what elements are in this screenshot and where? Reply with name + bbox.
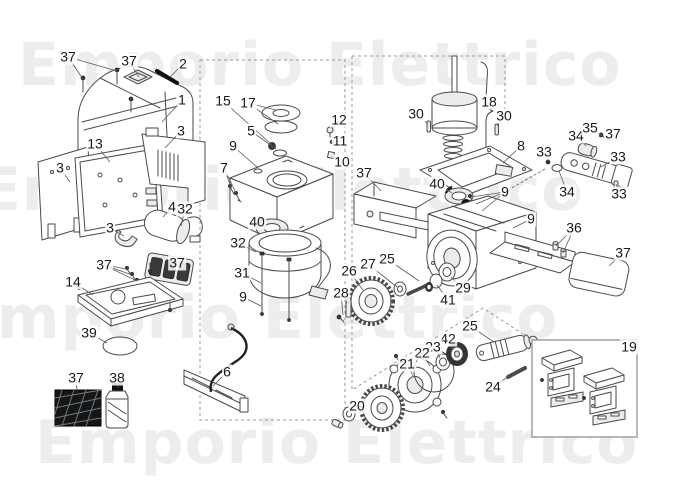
dowel-pin	[506, 366, 527, 379]
part-label-1: 1	[177, 91, 187, 108]
small-ring	[435, 353, 451, 371]
release-cable	[209, 326, 248, 393]
part-label-26: 26	[340, 262, 358, 279]
part-label-2: 2	[178, 55, 188, 72]
drive-gear	[347, 276, 395, 326]
o-ring	[102, 336, 138, 356]
bevel-flange	[388, 354, 448, 419]
key	[336, 299, 352, 323]
part-label-8: 8	[516, 137, 526, 154]
part-label-3: 3	[55, 159, 65, 176]
rubber-pad	[54, 389, 102, 427]
part-label-33: 33	[609, 148, 627, 165]
part-label-4: 4	[167, 198, 177, 215]
part-label-42: 42	[439, 330, 457, 347]
capacitor-clamp	[187, 216, 203, 243]
bearing-right	[444, 185, 474, 205]
part-label-6: 6	[222, 363, 232, 380]
part-label-25: 25	[378, 250, 396, 267]
limit-switch-kit-box	[531, 339, 638, 438]
part-label-35: 35	[581, 119, 599, 136]
part-label-9: 9	[228, 137, 238, 154]
part-label-15: 15	[214, 92, 232, 109]
part-label-37: 37	[120, 52, 138, 69]
part-label-3: 3	[105, 219, 115, 236]
part-label-19: 19	[620, 338, 638, 355]
part-label-36: 36	[565, 219, 583, 236]
part-label-12: 12	[330, 111, 348, 128]
part-label-7: 7	[219, 159, 229, 176]
part-label-22: 22	[413, 344, 431, 361]
part-label-30: 30	[407, 105, 425, 122]
part-label-37: 37	[95, 256, 113, 273]
assembly-group-right	[351, 55, 533, 391]
part-label-25: 25	[461, 317, 479, 334]
part-label-3: 3	[176, 122, 186, 139]
leader-line	[470, 191, 506, 198]
part-label-5: 5	[246, 122, 256, 139]
part-label-9: 9	[500, 183, 510, 200]
cover-plate-insert	[123, 69, 153, 85]
worm-shaft	[475, 334, 538, 362]
part-label-39: 39	[80, 324, 98, 341]
oil-tank	[229, 155, 334, 243]
part-label-37: 37	[604, 125, 622, 142]
cover-screw-icon	[80, 67, 134, 113]
part-label-18: 18	[480, 93, 498, 110]
part-label-32: 32	[229, 234, 247, 251]
release-bracket	[353, 181, 449, 239]
part-label-38: 38	[108, 369, 126, 386]
part-label-10: 10	[333, 153, 351, 170]
cable-clamp	[114, 229, 138, 247]
shaft-washers	[425, 262, 456, 292]
small-hardware	[326, 126, 336, 160]
drum-pulley	[248, 229, 331, 300]
part-label-24: 24	[484, 378, 502, 395]
part-label-21: 21	[398, 355, 416, 372]
long-screws	[259, 251, 292, 322]
release-pin	[155, 69, 179, 85]
cable-end-icon	[227, 323, 235, 331]
part-label-29: 29	[454, 279, 472, 296]
part-label-37: 37	[614, 244, 632, 261]
part-label-14: 14	[64, 273, 82, 290]
mounting-bracket	[489, 231, 576, 274]
part-label-40: 40	[248, 213, 266, 230]
part-label-13: 13	[86, 135, 104, 152]
part-label-40: 40	[428, 175, 446, 192]
pin-right	[494, 123, 499, 136]
cover-cap	[568, 251, 630, 297]
part-label-37: 37	[168, 254, 186, 271]
part-label-32: 32	[176, 200, 194, 217]
part-label-9: 9	[526, 210, 536, 227]
part-label-31: 31	[233, 264, 251, 281]
part-label-37: 37	[59, 48, 77, 65]
part-label-33: 33	[535, 143, 553, 160]
part-label-20: 20	[348, 397, 366, 414]
part-label-27: 27	[359, 255, 377, 272]
part-label-9: 9	[238, 288, 248, 305]
part-label-37: 37	[355, 164, 373, 181]
part-label-37: 37	[67, 369, 85, 386]
part-label-17: 17	[239, 94, 257, 111]
limit-switch-bracket	[540, 349, 584, 408]
part-label-41: 41	[439, 291, 457, 308]
part-label-33: 33	[610, 185, 628, 202]
fixing-bar	[183, 369, 249, 413]
part-label-34: 34	[558, 183, 576, 200]
ball-bearing	[446, 342, 468, 366]
part-label-34: 34	[567, 127, 585, 144]
part-label-30: 30	[495, 107, 513, 124]
part-label-28: 28	[332, 284, 350, 301]
part-label-11: 11	[331, 132, 349, 149]
